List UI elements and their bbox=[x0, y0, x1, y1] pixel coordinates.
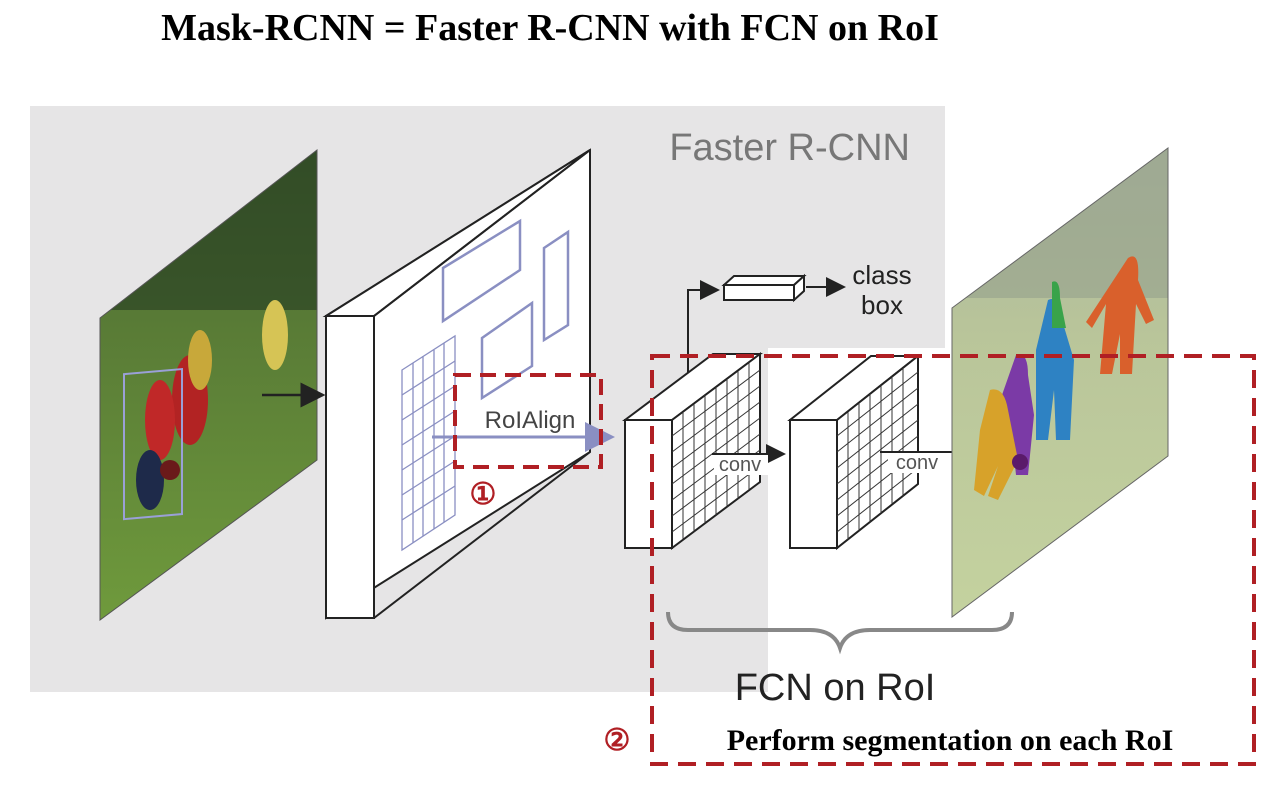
step2-caption: Perform segmentation on each RoI bbox=[727, 724, 1174, 757]
roialign-highlight bbox=[453, 373, 603, 469]
feature-map bbox=[322, 148, 591, 620]
roi-grid bbox=[401, 334, 456, 552]
fcn-label: FCN on RoI bbox=[735, 667, 936, 709]
proposal-box-1 bbox=[441, 218, 522, 324]
head-branch-arrow bbox=[687, 280, 720, 382]
page-title: Mask-RCNN = Faster R-CNN with FCN on RoI bbox=[161, 7, 939, 49]
proposal-box-3 bbox=[480, 300, 534, 401]
roialign-label: RoIAlign bbox=[485, 407, 576, 434]
step1-marker: ① bbox=[470, 478, 497, 511]
faster-rcnn-label: Faster R-CNN bbox=[669, 127, 910, 169]
output-mask-image bbox=[952, 148, 1168, 617]
input-roi-box bbox=[123, 367, 183, 521]
proposal-box-2 bbox=[542, 229, 570, 343]
step2-marker: ② bbox=[604, 724, 631, 757]
box-label: box bbox=[861, 290, 903, 320]
roi-feature-grid-1 bbox=[671, 362, 761, 540]
conv-label-2: conv bbox=[896, 452, 938, 474]
class-label: class bbox=[852, 260, 911, 290]
fc-head-block bbox=[721, 273, 807, 303]
conv-label-1: conv bbox=[719, 454, 761, 476]
fcn-brace bbox=[666, 611, 1014, 655]
